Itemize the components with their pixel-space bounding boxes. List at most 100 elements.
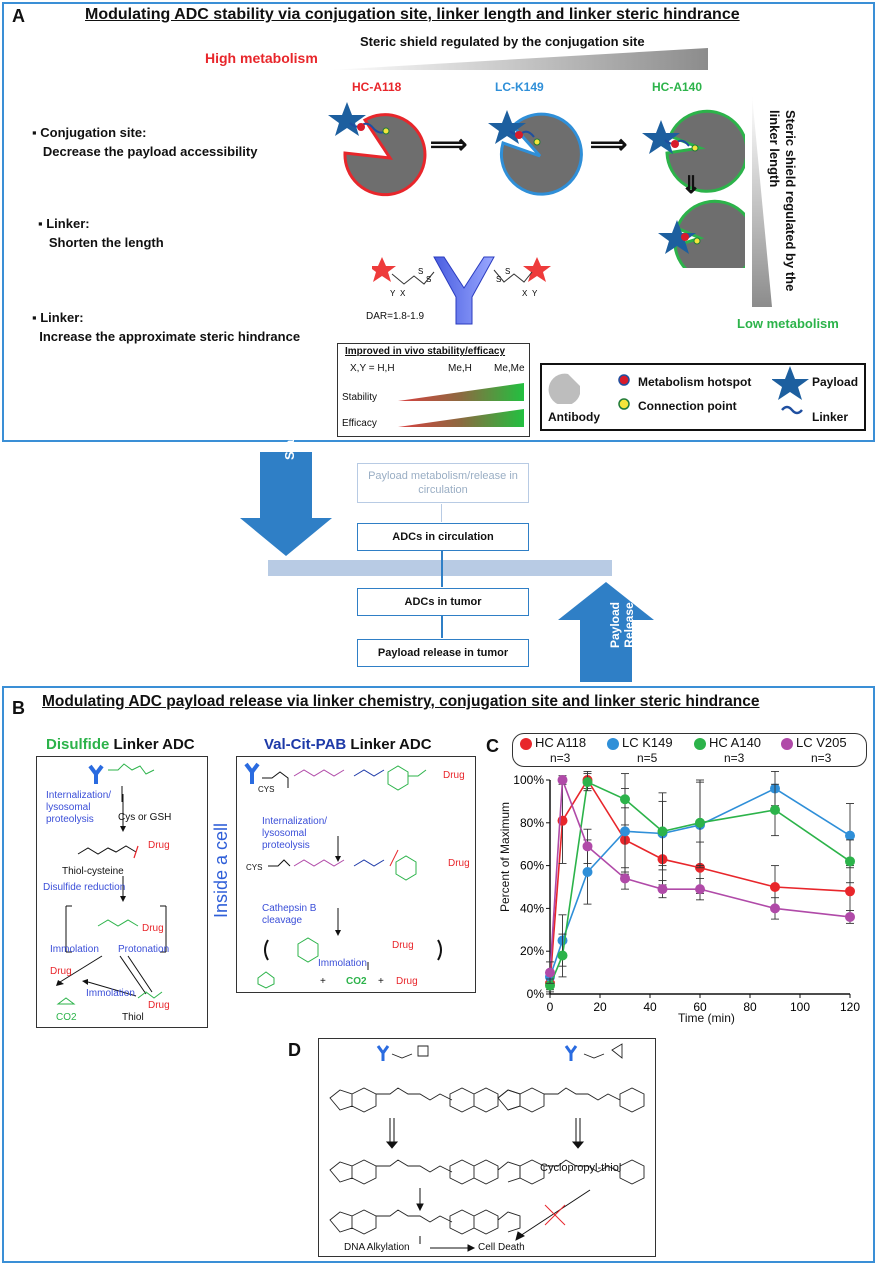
series-line — [549, 778, 851, 984]
vcp-pathway-box — [236, 756, 476, 993]
data-point — [657, 884, 668, 895]
xy-label: X,Y = H,H — [350, 363, 395, 374]
data-point — [770, 903, 780, 914]
panel-c-label: C — [486, 736, 499, 756]
svg-text:X: X — [400, 289, 406, 298]
legend-linker: Linker — [812, 410, 849, 424]
me-h-label: Me,H — [448, 363, 472, 374]
y-tick-label: 100% — [513, 773, 544, 787]
svg-text:S: S — [496, 275, 501, 284]
antibody-lc-k149 — [488, 110, 583, 196]
payload-linker-icons — [772, 366, 809, 415]
panel-b-title: Modulating ADC payload release via linke… — [42, 693, 760, 710]
disulfide-word: Disulfide — [46, 736, 110, 753]
data-point — [845, 856, 855, 867]
svg-text:⟹: ⟹ — [590, 129, 627, 159]
legend-series-n: n=3 — [811, 751, 832, 765]
d-drug-3: Drug — [50, 966, 72, 977]
data-point — [695, 884, 705, 895]
bullet-linker-steric: ▪ Linker: Increase the approximate steri… — [32, 310, 301, 344]
legend-dot — [694, 738, 706, 750]
data-point — [582, 777, 593, 788]
data-point — [770, 882, 780, 892]
antibody-icon — [548, 373, 580, 404]
v-plus-1: + — [320, 976, 326, 987]
y-tick-label: 0% — [527, 987, 545, 1001]
v-cathepsin: Cathepsin B cleavage — [262, 903, 317, 926]
y-tick-label: 60% — [520, 859, 544, 873]
bullet-linker-steric-title: Linker: — [40, 310, 84, 325]
x-tick-label: 120 — [840, 1000, 860, 1014]
stability-arrow — [240, 452, 332, 556]
steric-site-label: Steric shield regulated by the conjugati… — [360, 34, 645, 49]
v-internalization: Internalization/ lysosomal proteolysis — [262, 816, 328, 851]
svg-text:Y: Y — [390, 289, 396, 298]
hotspot-dots — [618, 374, 630, 410]
x-tick-label: 80 — [743, 1000, 757, 1014]
series-hc-a140 — [545, 773, 855, 993]
x-tick-label: 40 — [643, 1000, 657, 1014]
stability-efficacy-gradients — [398, 383, 524, 427]
arrow-tumor-to-release — [441, 616, 443, 638]
panel-d-box — [318, 1038, 656, 1257]
data-point — [845, 886, 855, 897]
data-point — [845, 911, 855, 922]
panel-a — [2, 2, 875, 442]
stability-arrow-label: Stability — [282, 409, 297, 460]
cyclopropyl-thiol-label: Cyclopropyl-thiol — [540, 1162, 622, 1174]
v-immolation: Immolation — [318, 958, 367, 969]
svg-text:⟹: ⟹ — [430, 129, 467, 159]
data-point — [620, 826, 630, 837]
d-co2: CO2 — [56, 1012, 77, 1023]
panel-d-label: D — [288, 1040, 301, 1060]
svg-text:S: S — [426, 275, 431, 284]
bullet-linker-length-title: Linker: — [46, 216, 90, 231]
antibody-hc-a140 — [642, 109, 745, 193]
payload-release-arrow — [558, 582, 654, 682]
steric-linker-label: Steric shield regulated by the linker le… — [767, 110, 798, 292]
v-drug-2: Drug — [448, 858, 470, 869]
legend-series-name: HC A118 — [535, 735, 587, 750]
vcp-linker-adc: Linker ADC — [346, 736, 432, 753]
data-point — [845, 830, 855, 841]
vcp-heading: Val-Cit-PAB Linker ADC — [264, 736, 432, 753]
d-internalization: Internalization/ lysosomal proteolysis — [46, 790, 112, 825]
legend-box — [540, 363, 866, 431]
pbd-dimer-drawing — [329, 1043, 645, 1252]
improved-title: Improved in vivo stability/efficacy — [345, 346, 506, 357]
circulation-barrier — [268, 560, 612, 576]
legend-hotspot: Metabolism hotspot — [638, 375, 752, 389]
data-point — [557, 950, 568, 961]
antibody-diagram: ⟹ ⟹ ⇓ — [328, 102, 745, 268]
d-drug-2: Drug — [142, 923, 164, 934]
legend-series-n: n=3 — [550, 751, 571, 765]
horizontal-steric-wedge — [330, 48, 708, 70]
legend-dot — [781, 738, 793, 750]
svg-text:S: S — [505, 267, 510, 276]
disulfide-pathway-box — [36, 756, 208, 1028]
data-point — [620, 794, 630, 805]
disulfide-linker-adc: Linker ADC — [109, 736, 195, 753]
vcp-word: Val-Cit-PAB — [264, 736, 347, 753]
arrow-up-faint — [441, 504, 442, 522]
dna-alkylation-label: DNA Alkylation — [344, 1242, 410, 1253]
d-disulfide-reduction: Disulfide reduction — [43, 882, 126, 893]
circulation-release-box: Payload metabolism/release in circulatio… — [357, 463, 529, 503]
vertical-steric-wedge — [752, 95, 772, 307]
site-hc-a140: HC-A140 — [652, 80, 703, 94]
x-tick-label: 100 — [790, 1000, 810, 1014]
high-metabolism-label: High metabolism — [205, 50, 318, 66]
inside-cell-label: Inside a cell — [211, 822, 231, 918]
me-me-label: Me,Me — [494, 363, 525, 374]
legend-dot — [607, 738, 619, 750]
antibody-short-linker — [658, 199, 745, 268]
chart-legend — [512, 733, 867, 767]
chart-xlabel: Time (min) — [678, 1011, 735, 1025]
v-cys: CYS — [258, 785, 275, 794]
adcs-in-tumor-box: ADCs in tumor — [357, 588, 529, 616]
x-tick-label: 60 — [693, 1000, 707, 1014]
x-tick-label: 20 — [593, 1000, 607, 1014]
bullet-conjugation-title: Conjugation site: — [40, 125, 147, 140]
d-thiol: Thiol — [122, 1012, 144, 1023]
